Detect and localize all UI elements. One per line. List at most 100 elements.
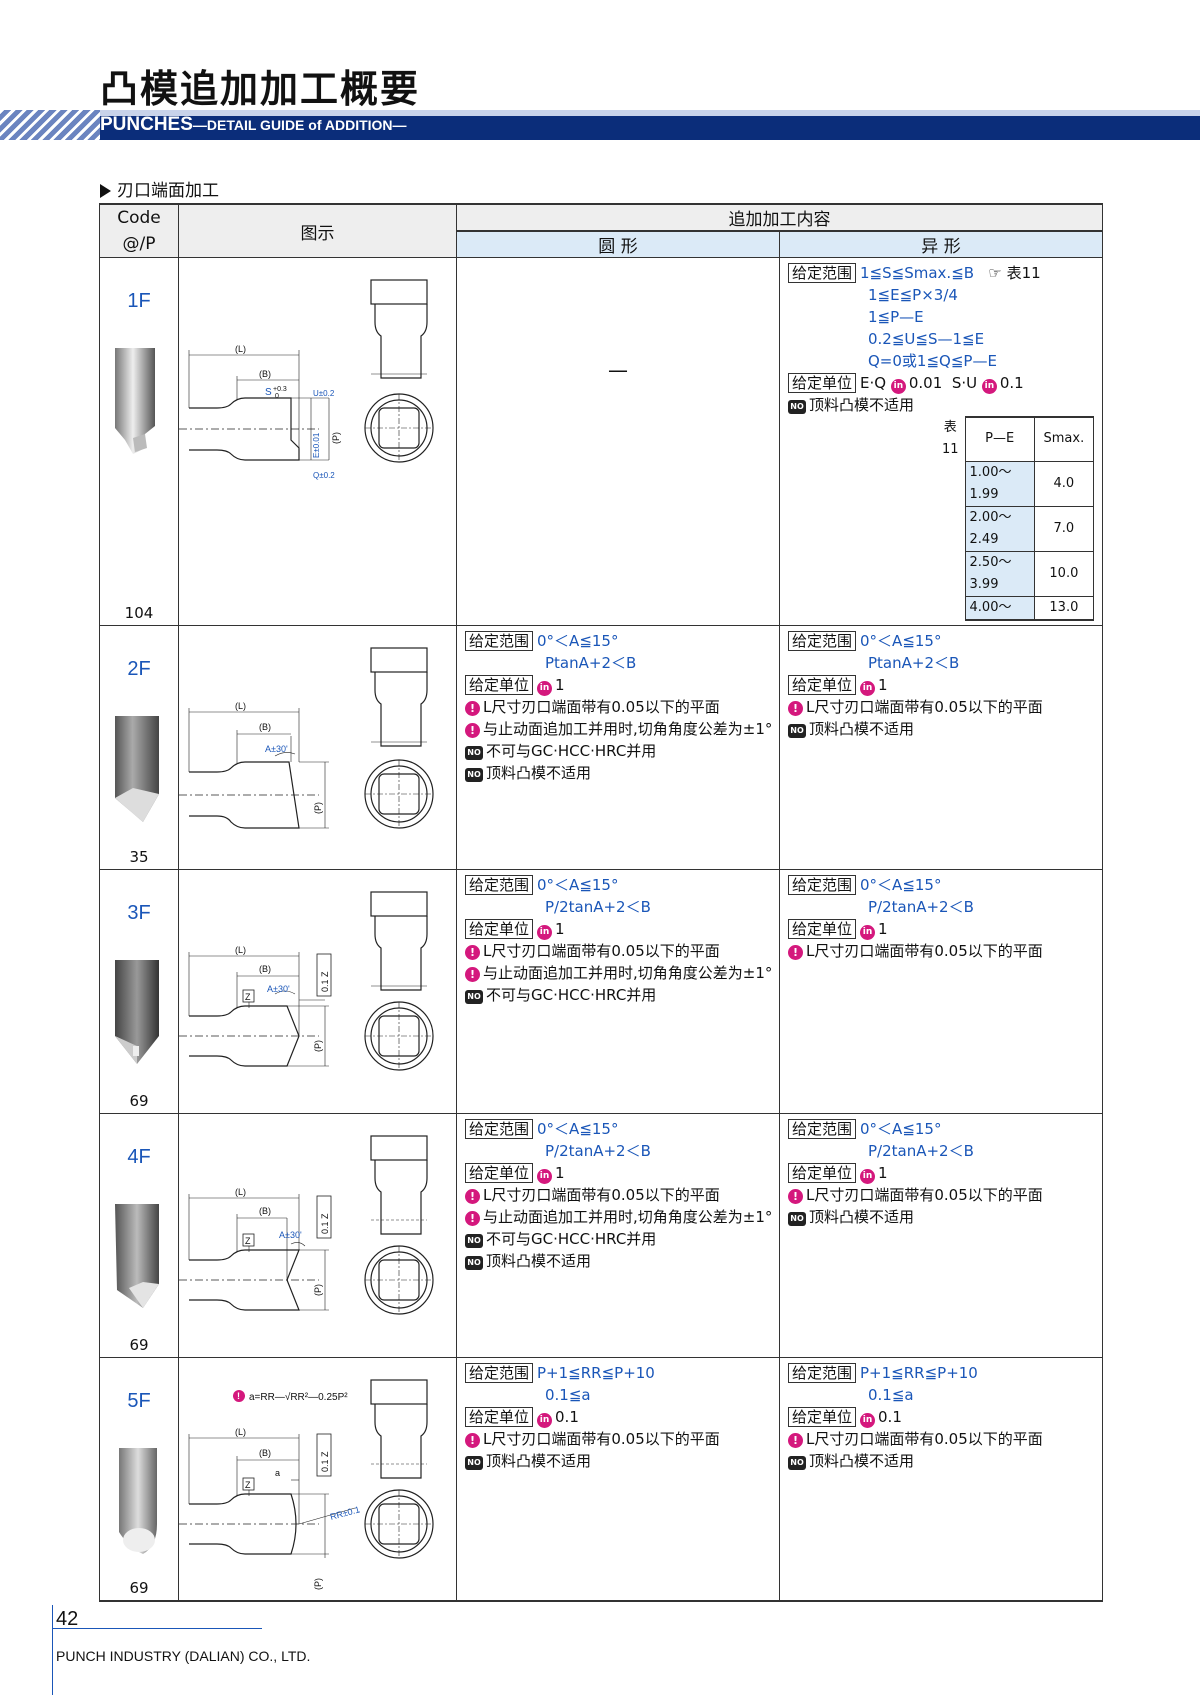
figure-header: 图示: [178, 203, 457, 258]
code-header-2: @/P: [122, 234, 156, 254]
range-line: 0°＜A≦15°: [860, 631, 942, 650]
dim-label-l: (L): [235, 1427, 246, 1437]
unit-label: 给定单位: [788, 373, 857, 393]
range-line: 0.1≦a: [545, 1385, 591, 1404]
unit-icon: in: [981, 379, 997, 394]
dim-label-b: (B): [259, 964, 271, 974]
dim-label-a: A±30': [267, 984, 290, 994]
unit-value: 1: [555, 1163, 565, 1182]
punch-photo-3f: [115, 959, 159, 1064]
unit-icon: in: [537, 1168, 553, 1184]
code-cell: 3F 69: [99, 868, 179, 1114]
note-text: 顶料凸模不适用: [809, 396, 915, 414]
shaped-header: 异 形: [779, 230, 1103, 258]
note-text: L尺寸刃口端面带有0.05以下的平面: [483, 1185, 720, 1204]
smax-cell: 13.0: [1033, 595, 1095, 621]
range-line: 0°＜A≦15°: [860, 875, 942, 894]
figure-cell: (L) (B) S +0.3 0 U±0.2 E±0.01 (P) Q±0.2: [178, 257, 457, 626]
table-row: 4F 69: [99, 1112, 1103, 1358]
note-text: 顶料凸模不适用: [486, 763, 592, 782]
warning-icon: !: [788, 700, 803, 716]
dim-label-rr: RR±0.1: [329, 1504, 361, 1522]
unit-icon: in: [860, 1412, 876, 1428]
dim-label-s-tol: +0.3: [273, 386, 287, 393]
section-title: 刃口端面加工: [100, 176, 219, 201]
range-line: P/2tanA+2＜B: [545, 897, 651, 916]
dim-label-u: U±0.2: [313, 389, 335, 398]
flatness-label: 0.1 Z: [320, 1212, 330, 1233]
note-text: L尺寸刃口端面带有0.05以下的平面: [806, 1429, 1043, 1448]
note-text: L尺寸刃口端面带有0.05以下的平面: [806, 1185, 1043, 1204]
smax-cell: 4.00〜: [964, 595, 1035, 621]
smax-cell: 7.0: [1033, 505, 1095, 552]
dim-label-s-tol2: 0: [275, 393, 279, 400]
warning-icon: !: [788, 1432, 803, 1448]
note-text: L尺寸刃口端面带有0.05以下的平面: [483, 1429, 720, 1448]
warning-icon: !: [465, 966, 480, 982]
punch-photo-1f: [115, 348, 155, 454]
warning-icon: !: [465, 944, 480, 960]
code-header: Code @/P: [99, 203, 179, 258]
range-line: 0.2≦U≦S—1≦E: [868, 330, 985, 348]
no-icon: NO: [788, 400, 806, 414]
page-number: 42: [56, 1608, 79, 1630]
code-cell: 2F 35: [99, 624, 179, 870]
unit-value: 0.01: [908, 374, 943, 392]
table-row: 5F 69: [99, 1356, 1103, 1602]
triangle-bullet-icon: [100, 184, 111, 198]
code-label: 1F: [127, 290, 151, 312]
figure-cell: (L) (B) Z A±30' 0.1 Z (P): [178, 868, 457, 1114]
warning-icon: !: [465, 722, 480, 738]
smax-header: P—E: [964, 416, 1035, 462]
banner-text: PUNCHES—DETAIL GUIDE of ADDITION—: [100, 114, 407, 136]
unit-icon: in: [537, 680, 553, 696]
table-row: 2F 35: [99, 624, 1103, 870]
warning-icon: !: [465, 1432, 480, 1448]
range-line: P/2tanA+2＜B: [868, 1141, 974, 1160]
dim-label-b: (B): [259, 1206, 271, 1216]
figure-cell: (L) (B) A±30' (P): [178, 624, 457, 870]
dim-label-p: (P): [313, 1040, 323, 1052]
note-text: L尺寸刃口端面带有0.05以下的平面: [806, 941, 1043, 960]
range-line: P+1≦RR≦P+10: [537, 1363, 655, 1382]
dim-label-s: S: [265, 387, 272, 398]
datum-z: Z: [245, 992, 251, 1002]
round-cell: —: [456, 257, 780, 626]
no-icon: NO: [465, 1255, 483, 1270]
section-title-text: 刃口端面加工: [117, 181, 219, 201]
unit-value: 1: [555, 919, 565, 938]
range-line: 0°＜A≦15°: [537, 875, 619, 894]
detail-table: Code @/P 图示 追加加工内容 圆 形 异 形 1F 104: [99, 203, 1103, 1602]
range-line: P+1≦RR≦P+10: [860, 1363, 978, 1382]
unit-value: 1: [555, 675, 565, 694]
no-icon: NO: [465, 1233, 483, 1248]
warning-icon: !: [465, 1188, 480, 1204]
datum-z: Z: [245, 1480, 251, 1490]
note-text: 顶料凸模不适用: [809, 1207, 915, 1226]
datum-z: Z: [245, 1236, 251, 1246]
footer-rule-vertical: [52, 1605, 53, 1695]
company-name: PUNCH INDUSTRY (DALIAN) CO., LTD.: [56, 1648, 311, 1664]
range-line: P/2tanA+2＜B: [545, 1141, 651, 1160]
dim-label-a: A±30': [279, 1230, 302, 1240]
unit-icon: in: [537, 924, 553, 940]
unit-icon: in: [537, 1412, 553, 1428]
warning-icon: !: [465, 700, 480, 716]
no-icon: NO: [788, 1455, 806, 1470]
code-cell: 4F 69: [99, 1112, 179, 1358]
dim-label-a: A±30': [265, 744, 288, 754]
smax-header: Smax.: [1033, 416, 1095, 462]
range-line: 1≦E≦P×3/4: [868, 286, 958, 304]
figure-4f: (L) (B) Z A±30' 0.1 Z (P): [179, 1134, 434, 1315]
dim-label-e: E±0.01: [312, 432, 321, 458]
no-icon: NO: [465, 1455, 483, 1470]
page-ref: 35: [129, 847, 149, 866]
dim-label-l: (L): [235, 945, 246, 955]
unit-value: 0.1: [555, 1407, 579, 1426]
